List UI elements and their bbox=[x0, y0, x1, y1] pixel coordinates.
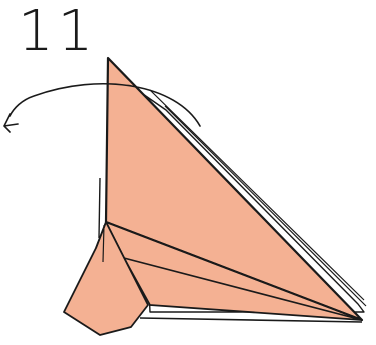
crease-line bbox=[105, 221, 363, 321]
step-number: 11 bbox=[18, 0, 98, 64]
curved-arrow-left-icon bbox=[9, 82, 201, 127]
back-layer-edge-line-2 bbox=[164, 105, 367, 307]
left-hint-line-2 bbox=[102, 224, 105, 263]
left-hint-line bbox=[98, 177, 101, 239]
arrow-head bbox=[3, 113, 19, 133]
crease-line-2 bbox=[123, 257, 363, 321]
bottom-edge bbox=[139, 317, 363, 323]
back-layer-edge-line bbox=[149, 89, 365, 301]
